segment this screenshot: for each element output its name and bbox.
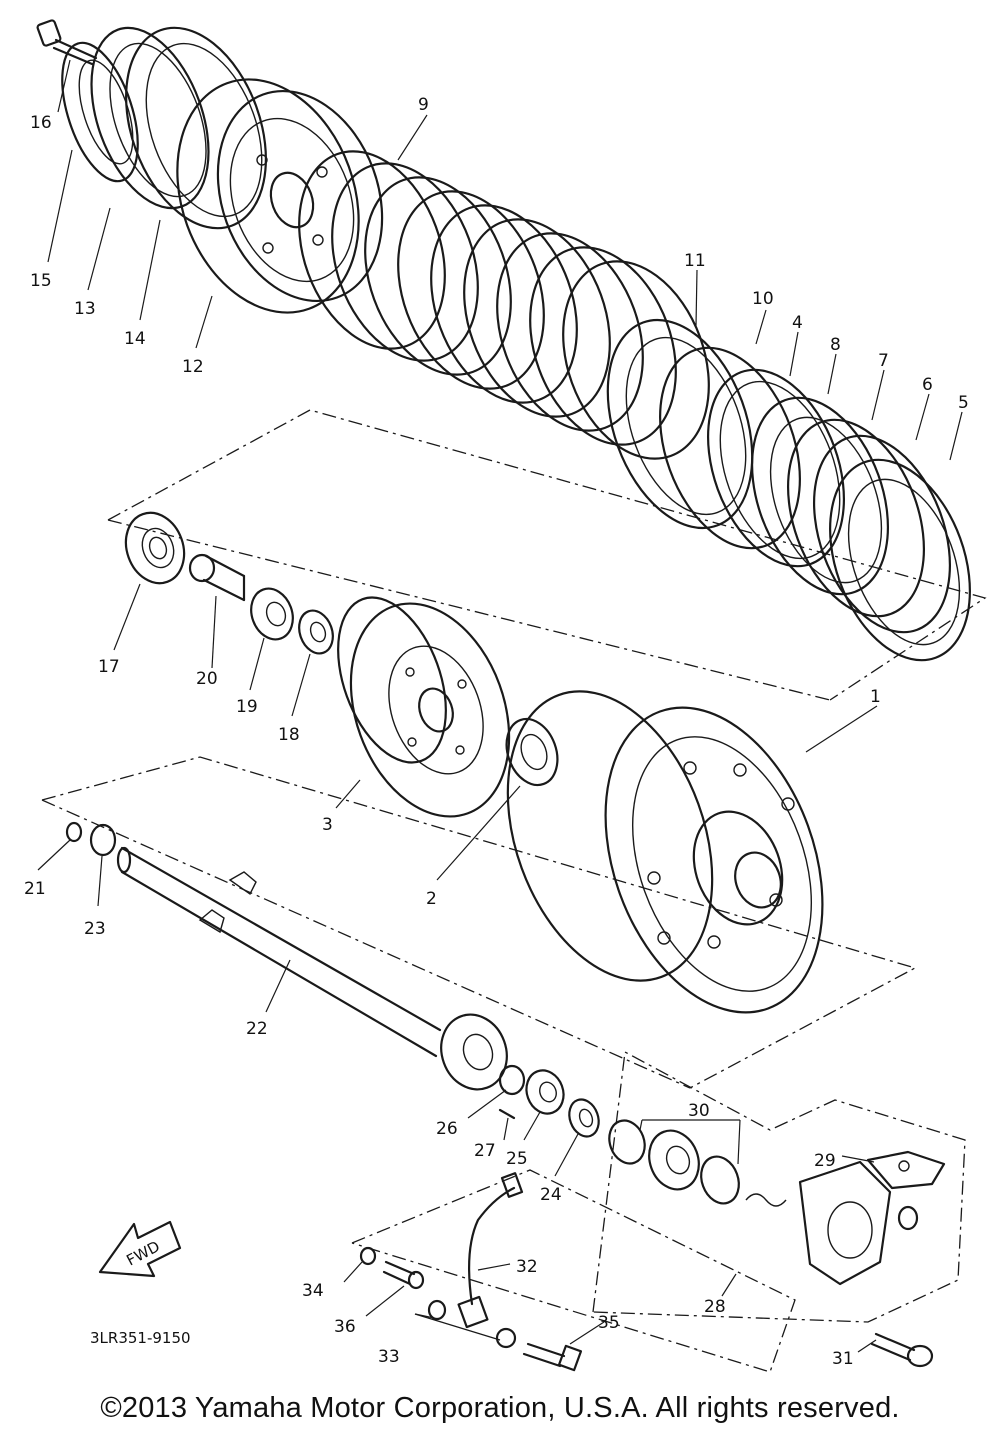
- group-outline-middle: [41, 756, 917, 1089]
- callout-22: 22: [246, 1019, 268, 1039]
- thrust-washer-2-icon: [505, 717, 559, 787]
- callout-29: 29: [814, 1151, 836, 1171]
- callout-35: 35: [598, 1313, 620, 1333]
- callout-23: 23: [84, 919, 106, 939]
- plate-10-icon: [659, 346, 801, 550]
- callout-20: 20: [196, 669, 218, 689]
- callout-1: 1: [870, 687, 881, 707]
- nut-19-icon: [250, 587, 294, 641]
- bleed-screw-36-icon: [382, 1260, 425, 1290]
- callout-24: 24: [540, 1185, 562, 1205]
- callout-10: 10: [752, 289, 774, 309]
- washer-24-icon: [568, 1098, 600, 1138]
- cover-plate-15-icon: [61, 41, 139, 183]
- slave-cylinder-28-icon: [798, 1160, 919, 1286]
- plate-8-icon: [750, 396, 890, 596]
- clutch-exploded-diagram: FWD 3LR351-9150 1 2 3 4 5 6 7 8 9 10 11 …: [24, 19, 987, 1373]
- callout-32: 32: [516, 1257, 538, 1277]
- bolt-16-icon: [36, 19, 98, 66]
- callout-5: 5: [958, 393, 969, 413]
- shaft-22-icon: [116, 846, 442, 1058]
- diagram-code: 3LR351-9150: [90, 1329, 191, 1347]
- group-outline-master-cylinder: [592, 1050, 966, 1323]
- group-outline-lower: [351, 1169, 796, 1373]
- callout-16: 16: [30, 113, 52, 133]
- callout-2: 2: [426, 889, 437, 909]
- callout-12: 12: [182, 357, 204, 377]
- callout-8: 8: [830, 335, 841, 355]
- callout-27: 27: [474, 1141, 496, 1161]
- callout-30: 30: [688, 1101, 710, 1121]
- fwd-label: FWD: [123, 1237, 162, 1269]
- callout-4: 4: [792, 313, 803, 333]
- callout-11: 11: [684, 251, 706, 271]
- union-bolt-35-icon: [522, 1342, 583, 1372]
- callout-21: 21: [24, 879, 46, 899]
- copyright-notice: ©2013 Yamaha Motor Corporation, U.S.A. A…: [100, 1392, 900, 1424]
- plate-5-icon: [829, 458, 971, 662]
- clutch-housing-1-icon: [506, 690, 824, 1014]
- pressure-plate-3-icon: [337, 596, 511, 818]
- callout-6: 6: [922, 375, 933, 395]
- callout-7: 7: [878, 351, 889, 371]
- leader-lines: [37, 59, 963, 1353]
- damper-ring-13-icon: [90, 26, 210, 210]
- callout-36: 36: [334, 1317, 356, 1337]
- piston-kit-30-icon: [608, 1119, 787, 1207]
- plate-11-icon: [606, 318, 754, 530]
- pin-27-icon: [498, 1108, 516, 1120]
- washer-18-icon: [298, 609, 334, 655]
- callout-26: 26: [436, 1119, 458, 1139]
- callout-18: 18: [278, 725, 300, 745]
- push-rod-20-icon: [188, 553, 246, 602]
- fwd-arrow-icon: FWD: [98, 1220, 182, 1278]
- callout-34: 34: [302, 1281, 324, 1301]
- damper-ring-14-icon: [125, 26, 267, 230]
- bracket-29-icon: [866, 1150, 946, 1190]
- callout-9: 9: [418, 95, 429, 115]
- callout-19: 19: [236, 697, 258, 717]
- bolt-31-icon: [870, 1332, 934, 1368]
- callout-25: 25: [506, 1149, 528, 1169]
- callout-17: 17: [98, 657, 120, 677]
- bearing-shaft-end-icon: [440, 1013, 508, 1091]
- plate-7-icon: [786, 418, 926, 618]
- washer-33-icon: [427, 1299, 517, 1349]
- callout-13: 13: [74, 299, 96, 319]
- group-outline-upper: [107, 409, 987, 701]
- callout-labels: 1 2 3 4 5 6 7 8 9 10 11 12 13 14 15 16 1…: [24, 95, 969, 1369]
- spring-4-icon: [706, 368, 846, 568]
- callout-31: 31: [832, 1349, 854, 1369]
- callout-14: 14: [124, 329, 146, 349]
- callout-15: 15: [30, 271, 52, 291]
- clutch-plate-stack-icon: [298, 150, 710, 460]
- seal-25-icon: [525, 1069, 565, 1115]
- o-ring-21-icon: [65, 821, 83, 843]
- collar-23-icon: [89, 823, 117, 857]
- callout-28: 28: [704, 1297, 726, 1317]
- hose-32-icon: [457, 1172, 524, 1329]
- clutch-boss-12-icon: [176, 78, 384, 314]
- o-ring-26-icon: [498, 1064, 526, 1096]
- o-ring-34-icon: [359, 1246, 377, 1266]
- plate-6-icon: [812, 434, 952, 634]
- bearing-17-icon: [124, 511, 186, 585]
- callout-33: 33: [378, 1347, 400, 1367]
- callout-3: 3: [322, 815, 333, 835]
